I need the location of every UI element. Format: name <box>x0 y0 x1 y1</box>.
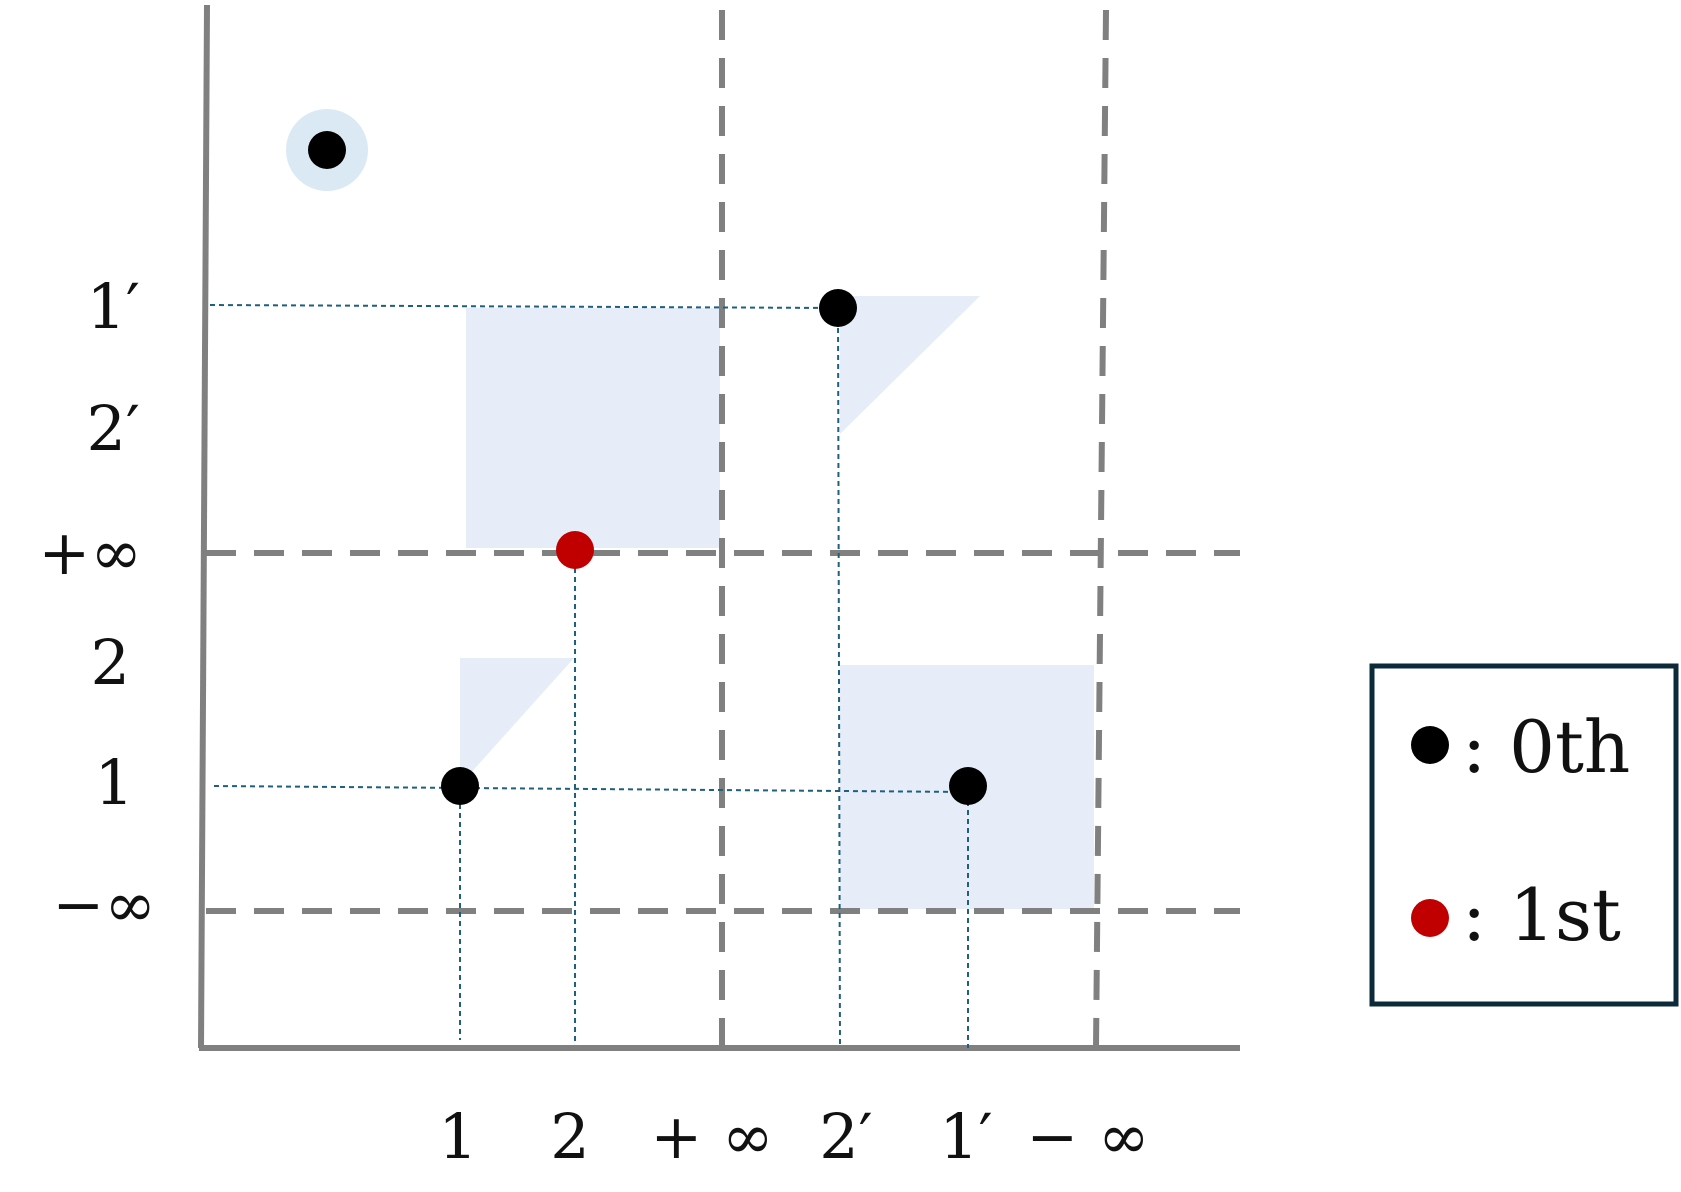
region-triangle-lower <box>460 658 574 785</box>
region-upper-left <box>466 308 720 548</box>
legend-label-1st: : 1st <box>1462 873 1621 957</box>
guide-vertical-pt-3 <box>837 309 841 1049</box>
point-1st <box>556 531 594 569</box>
y-tick-label: 1′ <box>86 270 140 343</box>
x-tick-label: 2 <box>550 1100 589 1173</box>
x-tick-label: 1′ <box>939 1100 993 1173</box>
minus-infinity-vertical-line <box>1093 9 1109 1049</box>
y-tick-label: 1 <box>95 746 134 819</box>
legend-marker-1st <box>1411 899 1449 937</box>
legend-box <box>1369 663 1679 1007</box>
point-0th <box>819 289 857 327</box>
guide-lines <box>209 304 969 1049</box>
y-tick-label: 2 <box>91 626 130 699</box>
y-tick-label: +∞ <box>38 516 142 589</box>
point-0th <box>308 131 346 169</box>
x-tick-label: 2′ <box>819 1100 873 1173</box>
y-tick-label: −∞ <box>52 868 156 941</box>
point-0th <box>949 767 987 805</box>
x-tick-labels: 1 2 + ∞ 2′ 1′ − ∞ <box>438 1100 1149 1173</box>
y-axis <box>198 4 210 1049</box>
axes <box>198 4 1240 1051</box>
infinity-lines <box>206 9 1240 1049</box>
legend-label-0th: : 0th <box>1462 705 1630 789</box>
x-tick-label: − ∞ <box>1026 1100 1149 1173</box>
x-tick-label: 1 <box>438 1100 477 1173</box>
data-points <box>286 109 987 805</box>
legend-marker-0th <box>1411 726 1449 764</box>
point-0th <box>441 767 479 805</box>
y-tick-labels: 1′ 2′ +∞ 2 1 −∞ <box>38 270 156 941</box>
guide-horizontal-pt-3 <box>209 304 839 309</box>
y-tick-label: 2′ <box>86 392 140 465</box>
shaded-regions <box>460 296 1094 909</box>
x-tick-label: + ∞ <box>650 1100 773 1173</box>
region-triangle-upper <box>840 296 980 434</box>
legend: : 0th : 1st <box>1369 663 1679 1007</box>
